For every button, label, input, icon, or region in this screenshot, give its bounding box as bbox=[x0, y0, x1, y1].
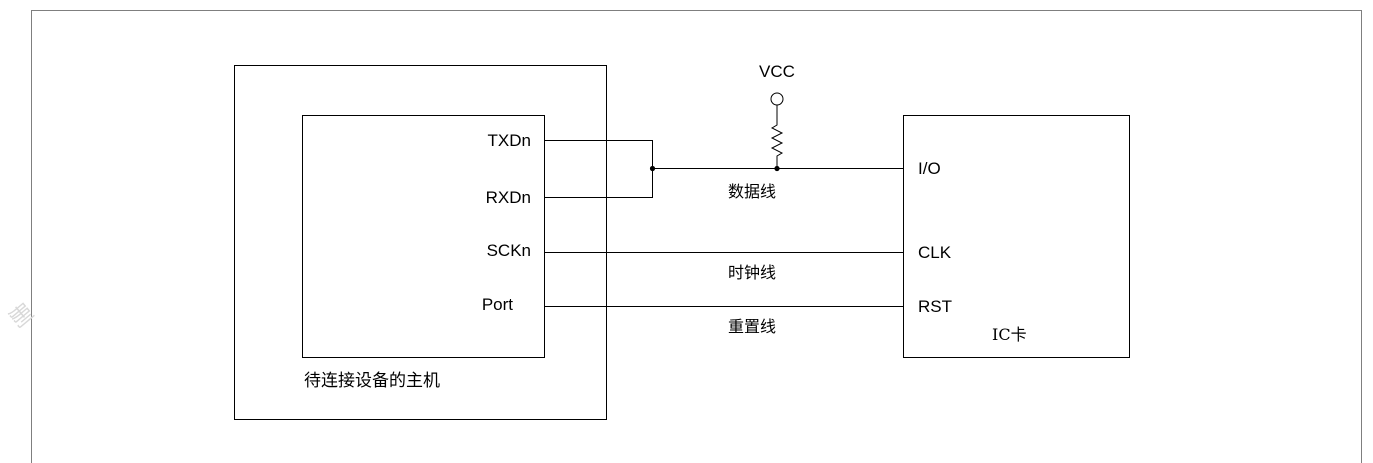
txd-wire bbox=[545, 140, 653, 198]
data-line-label: 数据线 bbox=[728, 182, 776, 201]
ic-card-box bbox=[903, 115, 1130, 358]
reset-line-label: 重置线 bbox=[728, 317, 776, 336]
vcc-terminal bbox=[770, 92, 784, 106]
ic-card-label: IC卡 bbox=[992, 325, 1027, 344]
vcc-label: VCC bbox=[759, 62, 795, 81]
outer-frame bbox=[31, 10, 1362, 463]
clock-line-label: 时钟线 bbox=[728, 263, 776, 282]
pin-clk-label: CLK bbox=[918, 243, 952, 262]
pin-port-label: Port bbox=[482, 295, 513, 314]
host-outer-box bbox=[234, 65, 607, 420]
pin-rst-label: RST bbox=[918, 297, 952, 316]
pin-io-label: I/O bbox=[918, 159, 941, 178]
data-junction-pullup bbox=[774, 165, 780, 172]
pin-sck-label: SCKn bbox=[487, 241, 531, 260]
pin-rxd-label: RXDn bbox=[486, 188, 531, 207]
host-label: 待连接设备的主机 bbox=[304, 371, 440, 391]
host-inner-box bbox=[302, 115, 545, 358]
pullup-resistor bbox=[770, 105, 784, 169]
pin-txd-label: TXDn bbox=[488, 131, 531, 150]
